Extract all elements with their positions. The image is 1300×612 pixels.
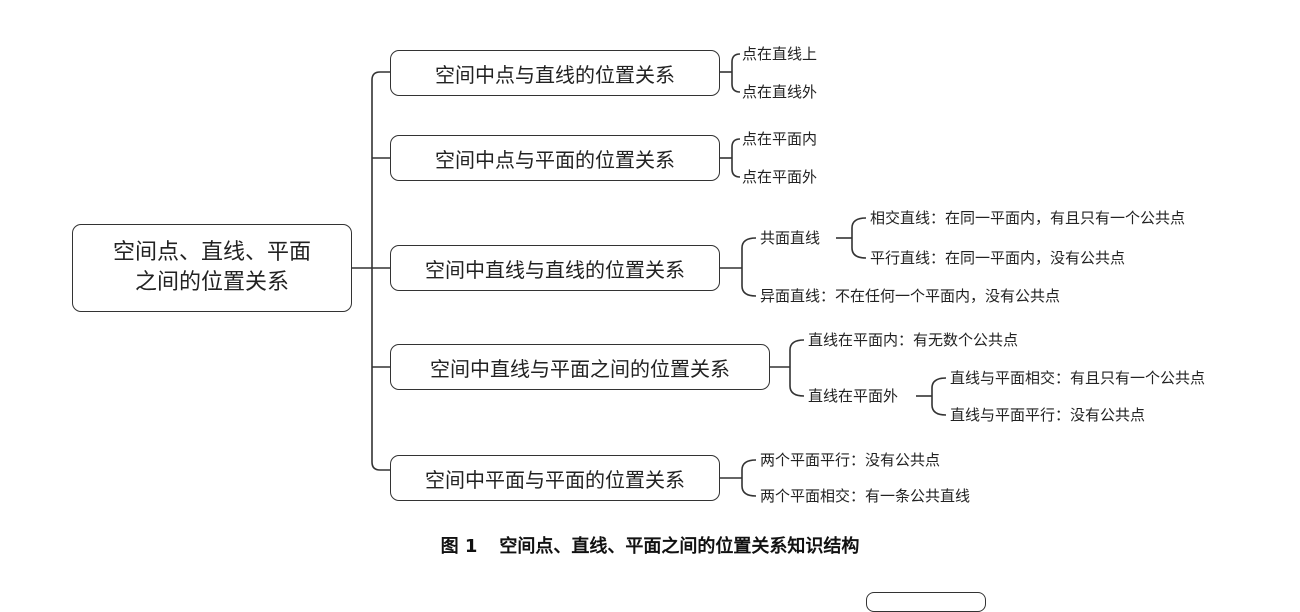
leaf-point-on-line: 点在直线上 xyxy=(742,45,818,63)
root-label-line2: 之间的位置关系 xyxy=(134,270,289,295)
leaf-line-plane-parallel: 直线与平面平行：没有公共点 xyxy=(950,406,1146,424)
leaf-line-off-plane: 直线在平面外 xyxy=(808,387,899,405)
root-node: 空间点、直线、平面 之间的位置关系 xyxy=(72,224,352,312)
figure-caption: 图 1 空间点、直线、平面之间的位置关系知识结构 xyxy=(0,532,1300,558)
figure-title: 空间点、直线、平面之间的位置关系知识结构 xyxy=(499,536,860,557)
leaf-point-in-plane: 点在平面内 xyxy=(742,130,818,148)
leaf-line-in-plane: 直线在平面内：有无数个公共点 xyxy=(808,331,1019,349)
leaf-parallel-lines: 平行直线：在同一平面内，没有公共点 xyxy=(870,249,1126,267)
connector-lines xyxy=(352,53,947,497)
branch-node-point-line: 空间中点与直线的位置关系 xyxy=(390,50,720,96)
branch-node-line-line: 空间中直线与直线的位置关系 xyxy=(390,245,720,291)
leaf-planes-parallel: 两个平面平行：没有公共点 xyxy=(760,451,941,469)
figure-number: 图 1 xyxy=(440,536,478,557)
leaf-coplanar-lines: 共面直线 xyxy=(760,229,821,247)
branch-node-plane-plane: 空间中平面与平面的位置关系 xyxy=(390,455,720,501)
branch-node-line-plane: 空间中直线与平面之间的位置关系 xyxy=(390,344,770,390)
leaf-planes-intersect: 两个平面相交：有一条公共直线 xyxy=(760,487,971,505)
leaf-skew-lines: 异面直线：不在任何一个平面内，没有公共点 xyxy=(760,287,1061,305)
branch-node-point-plane: 空间中点与平面的位置关系 xyxy=(390,135,720,181)
partial-box-bottom xyxy=(866,592,986,612)
leaf-point-off-line: 点在直线外 xyxy=(742,83,818,101)
leaf-line-plane-intersect: 直线与平面相交：有且只有一个公共点 xyxy=(950,369,1206,387)
leaf-point-off-plane: 点在平面外 xyxy=(742,168,818,186)
root-label-line1: 空间点、直线、平面 xyxy=(112,240,311,265)
leaf-intersecting-lines: 相交直线：在同一平面内，有且只有一个公共点 xyxy=(870,209,1186,227)
